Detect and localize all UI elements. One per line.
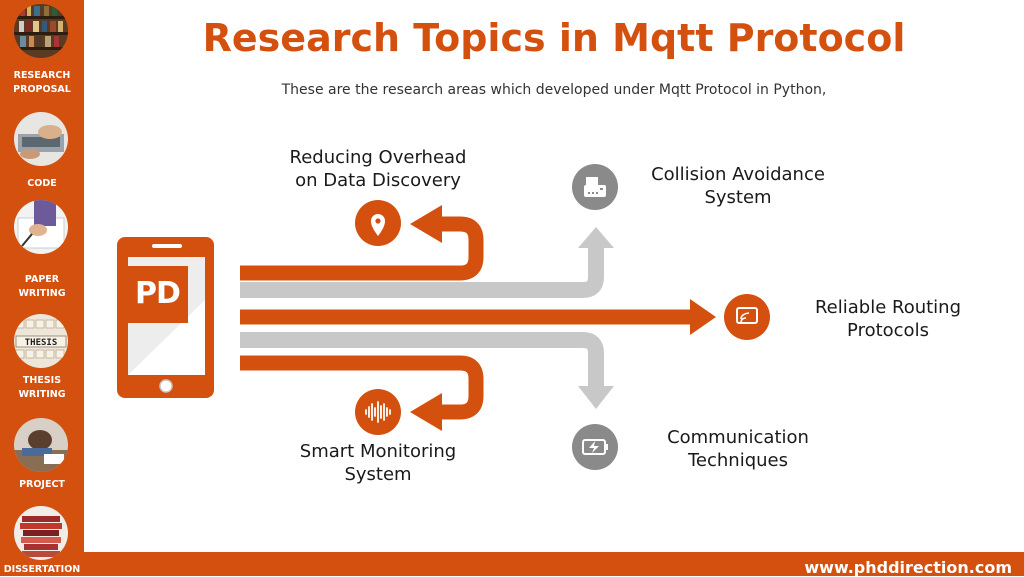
topic-reducing-overhead: Reducing Overhead on Data Discovery — [289, 147, 467, 191]
topic-communication-techniques: Communication Techniques — [667, 427, 809, 471]
website-link[interactable]: www.phddirection.com — [804, 558, 1012, 577]
sidebar-label: PAPER WRITING — [18, 274, 66, 299]
bookshelf-thumbnail — [14, 4, 68, 58]
topic-reliable-routing: Reliable Routing Protocols — [814, 297, 962, 341]
fax-icon — [572, 164, 618, 210]
laptop-hands-thumbnail — [14, 112, 68, 166]
sidebar-label: THESIS WRITING — [18, 375, 66, 400]
svg-text:THESIS: THESIS — [25, 338, 58, 348]
page-title: Research Topics in Mqtt Protocol — [202, 16, 906, 60]
orange-flow-routing — [240, 299, 716, 335]
thesis-letters-thumbnail: THESIS — [14, 314, 68, 368]
battery-charging-icon — [572, 424, 618, 470]
gray-flow-collision — [240, 227, 614, 298]
topic-collision-avoidance: Collision Avoidance System — [651, 164, 825, 208]
sidebar-label: DISSERTATION — [3, 564, 81, 575]
student-desk-thumbnail — [14, 418, 68, 472]
orange-flow-overhead — [240, 205, 484, 281]
phone-illustration — [117, 237, 214, 398]
footer-bar: www.phddirection.com — [84, 552, 1024, 577]
audio-wave-icon — [355, 389, 401, 435]
pd-logo: PD — [135, 276, 181, 311]
page-subtitle: These are the research areas which devel… — [281, 82, 827, 98]
location-pin-icon — [355, 200, 401, 246]
orange-flow-monitoring — [240, 355, 484, 431]
sidebar-label: RESEARCH PROPOSAL — [13, 70, 71, 95]
writing-hand-thumbnail — [14, 200, 68, 254]
cast-screen-icon — [724, 294, 770, 340]
sidebar-label: PROJECT — [19, 479, 65, 490]
topic-smart-monitoring: Smart Monitoring System — [299, 441, 457, 485]
sidebar: RESEARCH PROPOSAL CODE PAPER WRITING THE… — [0, 0, 84, 576]
sidebar-label: CODE — [27, 178, 57, 189]
book-stack-thumbnail — [14, 506, 68, 560]
gray-flow-communication — [240, 332, 614, 409]
